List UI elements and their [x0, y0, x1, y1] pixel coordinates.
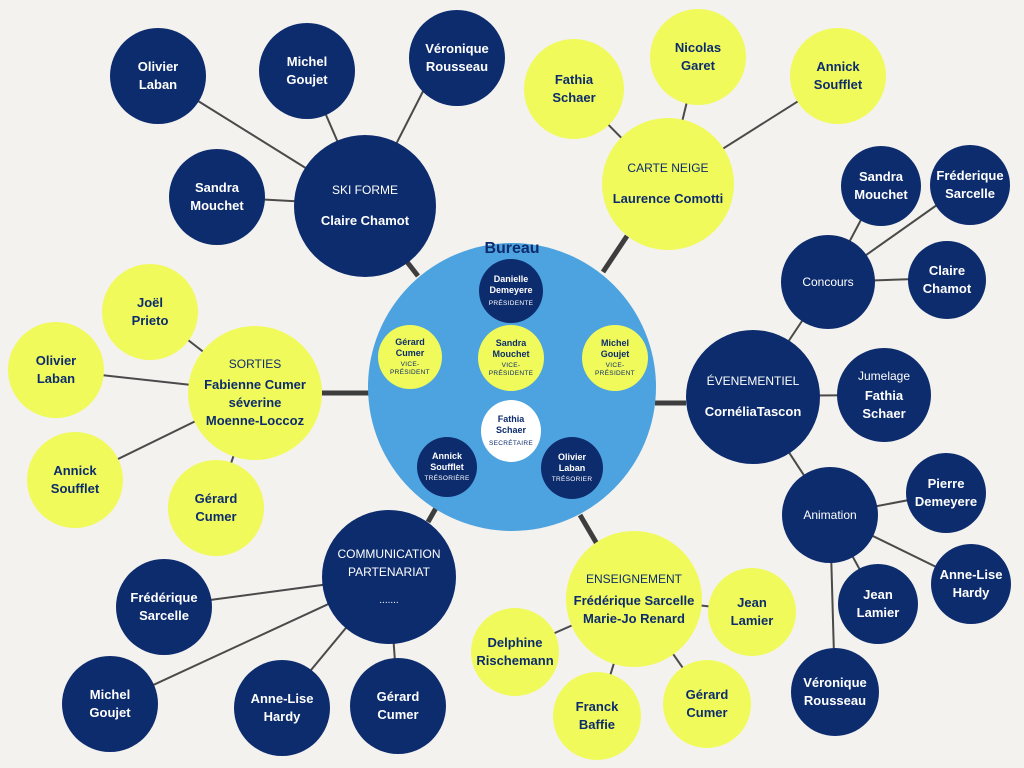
bureau-title: Bureau: [484, 240, 540, 257]
tresorier-role: TRÉSORIER: [551, 476, 593, 483]
animation-member: Véronique Rousseau: [791, 648, 879, 736]
communication-title: COMMUNICATION PARTENARIAT: [337, 547, 441, 579]
member-name: Anne-Lise Hardy: [250, 691, 314, 724]
evenementiel-lead: CornéliaTascon: [704, 404, 802, 419]
sorties-member: Gérard Cumer: [168, 460, 264, 556]
member-name: Michel Goujet: [89, 687, 131, 720]
presidente-role: PRÉSIDENTE: [488, 300, 534, 307]
member-name: Véronique Rousseau: [803, 675, 867, 708]
carte-neige-hub: CARTE NEIGE Laurence Comotti: [602, 118, 734, 250]
member-name: Gérard Cumer: [376, 689, 420, 722]
ski-forme-member: Sandra Mouchet: [169, 149, 265, 245]
vp3-role: VICE- PRÉSIDENT: [595, 362, 635, 377]
member-name: Franck Baffie: [575, 699, 619, 732]
member-name: Joël Prieto: [131, 295, 169, 328]
communication-member: Frédérique Sarcelle: [116, 559, 212, 655]
member-name: Sandra Mouchet: [190, 180, 244, 213]
jumelage-label: Jumelage: [857, 368, 911, 383]
member-name: Anne-Lise Hardy: [939, 567, 1003, 600]
evenementiel-title: ÉVENEMENTIEL: [706, 374, 800, 388]
member-name: Pierre Demeyere: [914, 476, 978, 509]
bureau-tresorier: Olivier Laban TRÉSORIER: [541, 437, 603, 499]
sorties-member: Olivier Laban: [8, 322, 104, 418]
concours-member: Fréderique Sarcelle: [930, 145, 1010, 225]
carte-neige-member: Annick Soufflet: [790, 28, 886, 124]
bureau-vp-1: Gérard Cumer VICE- PRÉSIDENT: [378, 325, 442, 389]
tresoriere-role: TRÉSORIÈRE: [424, 475, 470, 482]
bureau-vp-3: Michel Goujet VICE- PRÉSIDENT: [582, 325, 648, 391]
sorties-member: Joël Prieto: [102, 264, 198, 360]
bureau-secretaire: Fathia Schaer SECRÉTAIRE: [481, 400, 541, 462]
animation-node: Animation: [782, 467, 878, 563]
member-name: Nicolas Garet: [674, 40, 722, 73]
presidente-name: Danielle Demeyere: [489, 274, 533, 295]
jumelage-node: Jumelage Fathia Schaer: [837, 348, 931, 442]
enseignement-lead: Frédérique Sarcelle Marie-Jo Renard: [573, 592, 695, 626]
sorties-hub: SORTIES Fabienne Cumer séverine Moenne-L…: [188, 326, 322, 460]
sorties-lead: Fabienne Cumer séverine Moenne-Loccoz: [204, 377, 306, 428]
secretaire-role: SECRÉTAIRE: [488, 440, 534, 447]
member-name: Sandra Mouchet: [854, 169, 908, 202]
concours-label: Concours: [802, 275, 854, 289]
member-name: Jean Lamier: [730, 595, 774, 628]
ski-forme-title: SKI FORME: [331, 183, 398, 197]
member-name: Michel Goujet: [286, 54, 328, 87]
member-name: Gérard Cumer: [685, 687, 729, 720]
jumelage-lead: Fathia Schaer: [862, 387, 906, 421]
bureau-vp-2: Sandra Mouchet VICE- PRÉSIDENTE: [478, 325, 544, 391]
enseignement-title: ENSEIGNEMENT: [585, 571, 682, 586]
animation-member: Pierre Demeyere: [906, 453, 986, 533]
member-name: Delphine Rischemann: [476, 635, 554, 668]
communication-member: Anne-Lise Hardy: [234, 660, 330, 756]
ski-forme-member: Olivier Laban: [110, 28, 206, 124]
bureau-tresoriere: Annick Soufflet TRÉSORIÈRE: [417, 437, 477, 497]
communication-member: Michel Goujet: [62, 656, 158, 752]
ski-forme-member: Michel Goujet: [259, 23, 355, 119]
member-name: Olivier Laban: [35, 353, 77, 386]
sorties-title: SORTIES: [228, 357, 282, 371]
sorties-member: Annick Soufflet: [27, 432, 123, 528]
vp3-name: Michel Goujet: [600, 338, 630, 359]
member-name: Véronique Rousseau: [425, 41, 489, 74]
secretaire-name: Fathia Schaer: [495, 414, 527, 435]
enseignement-member: Franck Baffie: [553, 672, 641, 760]
vp2-name: Sandra Mouchet: [492, 338, 530, 359]
enseignement-hub: ENSEIGNEMENT Frédérique Sarcelle Marie-J…: [566, 531, 702, 667]
animation-label: Animation: [803, 508, 857, 522]
member-name: Frédérique Sarcelle: [130, 590, 198, 623]
member-name: Gérard Cumer: [194, 491, 238, 524]
enseignement-member: Jean Lamier: [708, 568, 796, 656]
enseignement-member: Gérard Cumer: [663, 660, 751, 748]
carte-neige-member: Fathia Schaer: [524, 39, 624, 139]
animation-member: Anne-Lise Hardy: [931, 544, 1011, 624]
communication-lead: .......: [379, 595, 399, 606]
ski-forme-member: Véronique Rousseau: [409, 10, 505, 106]
vp1-role: VICE- PRÉSIDENT: [390, 361, 430, 376]
ski-forme-lead: Claire Chamot: [320, 213, 410, 228]
member-name: Olivier Laban: [137, 59, 179, 92]
animation-member: Jean Lamier: [838, 564, 918, 644]
communication-hub: COMMUNICATION PARTENARIAT .......: [322, 510, 456, 644]
communication-member: Gérard Cumer: [350, 658, 446, 754]
vp2-role: VICE- PRÉSIDENTE: [488, 362, 534, 377]
carte-neige-title: CARTE NEIGE: [627, 161, 709, 175]
vp1-name: Gérard Cumer: [395, 337, 425, 358]
concours-node: Concours: [781, 235, 875, 329]
concours-member: Sandra Mouchet: [841, 146, 921, 226]
bureau-presidente: Danielle Demeyere PRÉSIDENTE: [479, 259, 543, 323]
enseignement-member: Delphine Rischemann: [471, 608, 559, 696]
carte-neige-lead: Laurence Comotti: [612, 191, 724, 206]
member-name: Fréderique Sarcelle: [936, 168, 1004, 201]
tresoriere-name: Annick Soufflet: [430, 451, 464, 472]
member-name: Annick Soufflet: [50, 463, 100, 496]
carte-neige-member: Nicolas Garet: [650, 9, 746, 105]
concours-member: Claire Chamot: [908, 241, 986, 319]
member-name: Jean Lamier: [856, 587, 900, 620]
member-name: Claire Chamot: [922, 263, 972, 296]
member-name: Fathia Schaer: [552, 72, 596, 105]
tresorier-name: Olivier Laban: [557, 452, 586, 473]
member-name: Annick Soufflet: [813, 59, 863, 92]
ski-forme-hub: SKI FORME Claire Chamot: [294, 135, 436, 277]
evenementiel-hub: ÉVENEMENTIEL CornéliaTascon: [686, 330, 820, 464]
